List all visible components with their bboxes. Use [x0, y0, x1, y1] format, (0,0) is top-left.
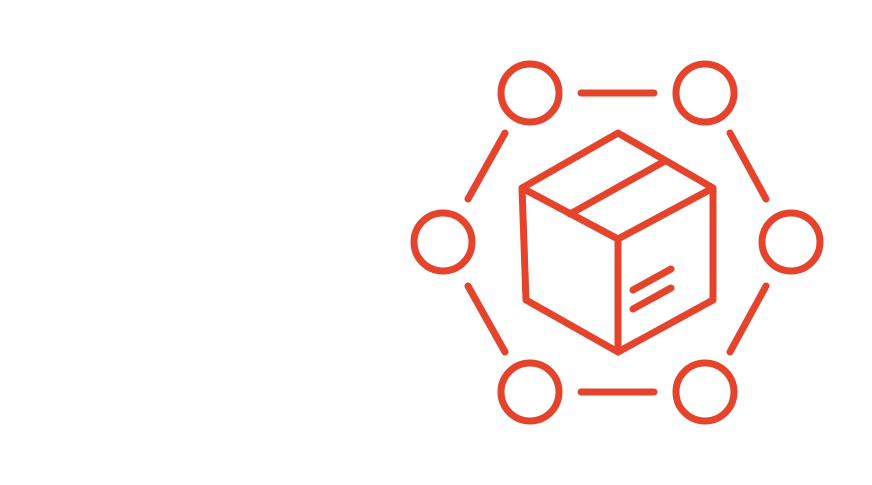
network-node-bottom-left [497, 359, 563, 425]
link-upper-right [726, 129, 770, 203]
link-lower-left [464, 282, 509, 356]
network-node-top-left [497, 60, 563, 126]
network-nodes [410, 60, 824, 425]
link-lower-right [726, 282, 770, 356]
network-node-right [758, 209, 824, 275]
box-label-line-1 [629, 265, 675, 294]
box-tape [566, 157, 669, 218]
network-links [464, 89, 770, 396]
network-node-bottom-right [672, 359, 738, 425]
network-node-top-right [672, 60, 738, 126]
network-node-left [410, 209, 476, 275]
link-upper-left [464, 129, 509, 203]
package-box-icon [518, 129, 717, 356]
box-label-line-2 [629, 284, 675, 313]
